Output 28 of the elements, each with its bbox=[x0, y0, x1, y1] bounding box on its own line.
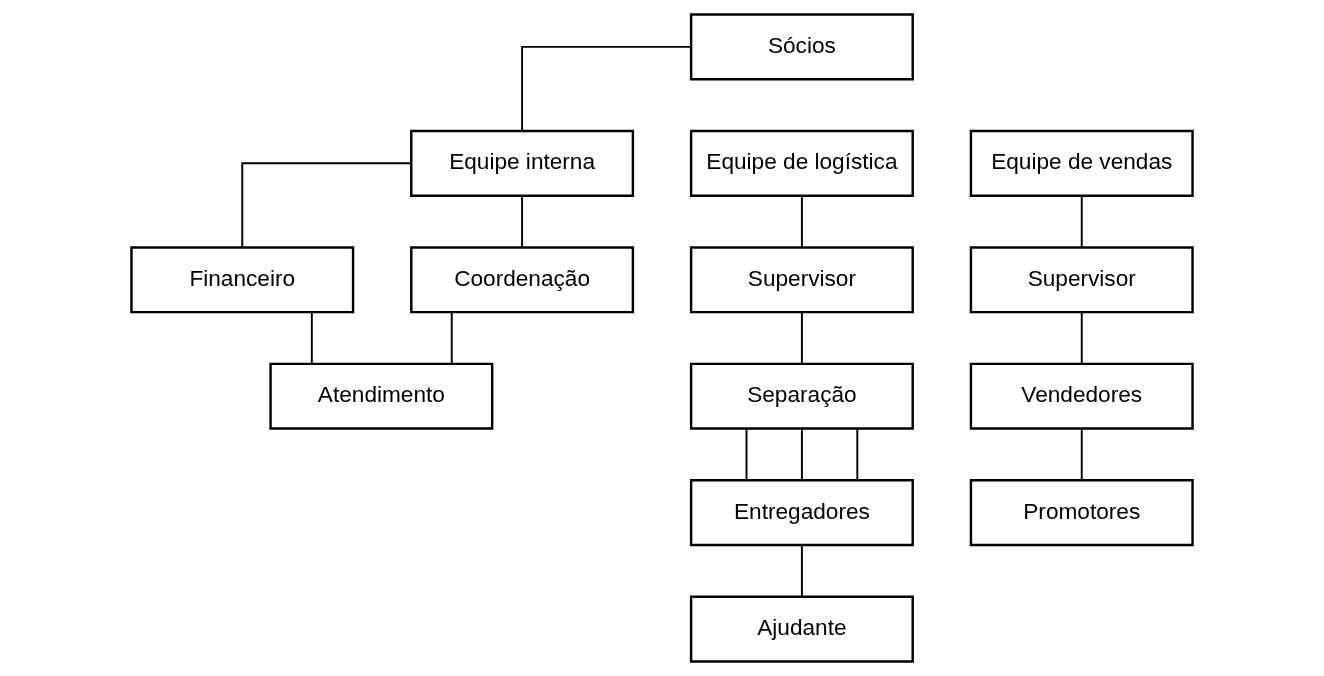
connector bbox=[856, 427, 859, 481]
node-box: Separação bbox=[689, 362, 914, 430]
node-box: Equipe interna bbox=[410, 129, 635, 197]
connector bbox=[521, 194, 524, 249]
node-box: Coordenação bbox=[410, 246, 635, 314]
node-box: Ajudante bbox=[689, 595, 914, 663]
connector bbox=[1080, 427, 1083, 481]
connector bbox=[241, 162, 412, 249]
node-box: Financeiro bbox=[130, 246, 355, 314]
connector bbox=[521, 45, 692, 132]
node-box: Promotores bbox=[969, 479, 1194, 547]
connector bbox=[450, 311, 453, 365]
connector bbox=[745, 427, 748, 481]
connector bbox=[800, 311, 803, 365]
node-box: Vendedores bbox=[969, 362, 1194, 430]
node-box: Sócios bbox=[689, 13, 914, 81]
connector bbox=[310, 311, 313, 365]
connector bbox=[1080, 194, 1083, 249]
node-box: Entregadores bbox=[689, 479, 914, 547]
node-box: Supervisor bbox=[689, 246, 914, 314]
connector bbox=[800, 194, 803, 249]
connector bbox=[800, 544, 803, 598]
node-box: Supervisor bbox=[969, 246, 1194, 314]
node-box: Equipe de vendas bbox=[969, 129, 1194, 197]
connector bbox=[800, 427, 803, 481]
node-box: Equipe de logística bbox=[689, 129, 914, 197]
connector bbox=[1080, 311, 1083, 365]
node-box: Atendimento bbox=[269, 362, 494, 430]
